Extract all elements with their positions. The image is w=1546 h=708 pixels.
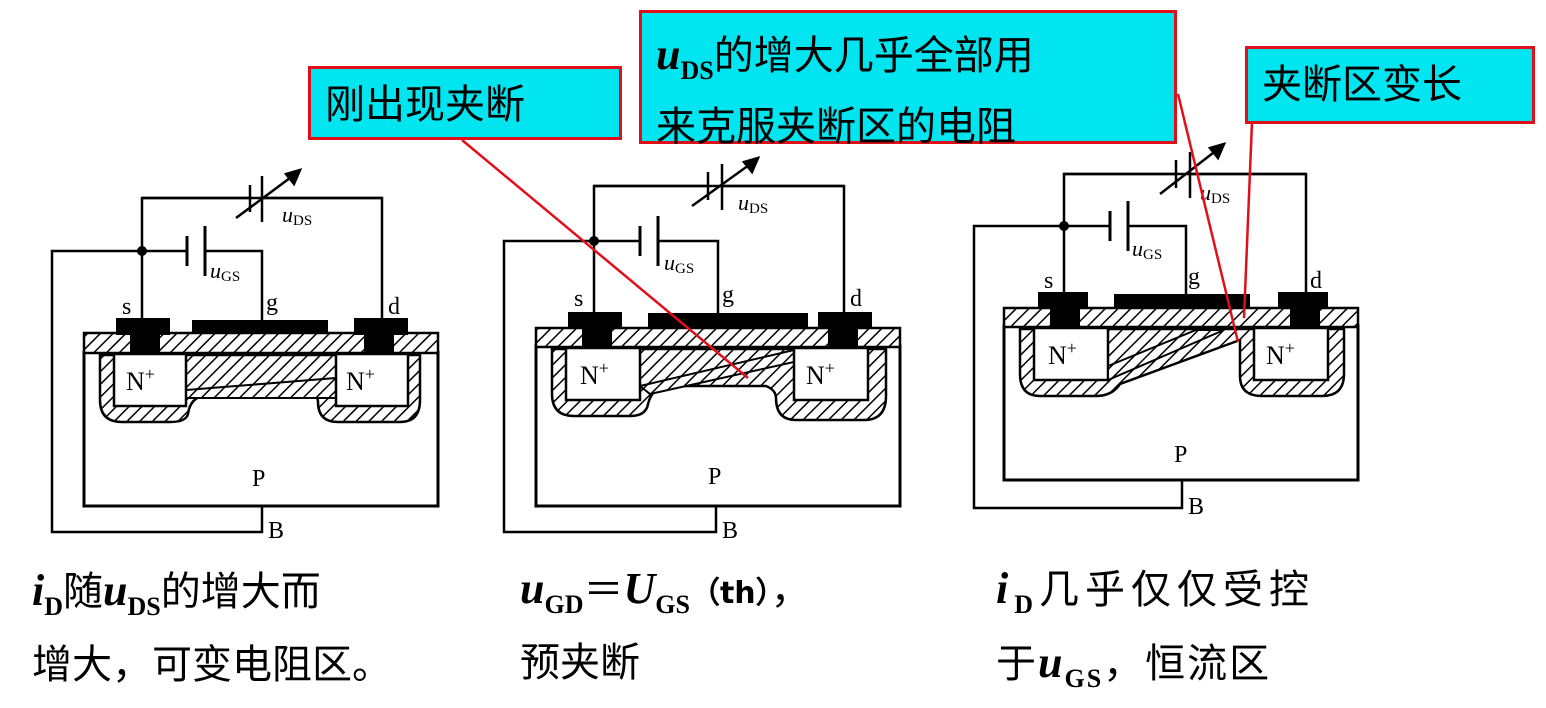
pointer-line-1: [461, 139, 749, 379]
label-uGS: uGS: [210, 258, 240, 285]
label-uDS: uDS: [1200, 180, 1230, 207]
callout-uds-overcome: uDS的增大几乎全部用 来克服夹断区的电阻: [639, 10, 1177, 150]
label-B: B: [1188, 494, 1204, 520]
callout-pointers: [461, 93, 1254, 379]
circuit-wires: [972, 142, 1308, 510]
label-s: s: [574, 286, 583, 312]
label-B: B: [268, 518, 284, 544]
drain-n-plus: [1252, 326, 1330, 382]
drain-contact: [364, 333, 394, 355]
caption-3-line1: iD几乎仅仅受控: [996, 564, 1316, 619]
callout-uds-line1: uDS的增大几乎全部用: [656, 30, 1034, 85]
caption-variable-resistance: iD随uDS的增大而 增大，可变电阻区。: [32, 562, 392, 694]
source-n-label: N+: [126, 364, 155, 396]
caption-2-line2: 预夹断: [520, 640, 640, 686]
label-uDS: uDS: [738, 190, 768, 217]
label-g: g: [266, 290, 278, 316]
junction-dot: [1059, 221, 1069, 231]
drain-n-label: N+: [1266, 338, 1295, 370]
drain-n-plus: [334, 352, 410, 408]
drain-contact: [828, 327, 858, 349]
gate-metal: [192, 320, 328, 334]
source-contact: [130, 333, 160, 355]
label-g: g: [1188, 264, 1200, 290]
caption-pinch-off: uGD＝UGS（th）， 预夹断: [520, 560, 811, 692]
label-s: s: [1044, 268, 1053, 294]
callout-uds-line2: 来克服夹断区的电阻: [656, 104, 1016, 150]
label-B: B: [722, 518, 738, 544]
caption-3-line2: 于uGS，恒流区: [996, 638, 1272, 693]
source-n-plus: [112, 352, 188, 408]
source-contact: [1050, 307, 1080, 329]
pointer-line-2: [1176, 93, 1240, 343]
label-uDS: uDS: [282, 202, 312, 229]
label-P: P: [708, 464, 721, 490]
callout-pinch-start: 刚出现夹断: [308, 66, 622, 140]
source-metal: [568, 312, 622, 329]
callout-pinch-start-text: 刚出现夹断: [325, 82, 525, 128]
label-uGS: uGS: [664, 250, 694, 277]
source-n-label: N+: [1048, 338, 1077, 370]
label-d: d: [850, 286, 862, 312]
panel-3-saturation: s g d P B N+ N+ uGS uDS: [972, 142, 1360, 520]
source-metal: [1038, 292, 1088, 309]
drain-n-label: N+: [806, 358, 835, 390]
gate-metal: [1114, 294, 1250, 308]
gate-metal: [648, 313, 808, 328]
source-n-plus: [1032, 326, 1110, 382]
source-n-plus: [564, 346, 642, 402]
panel-1-variable-resistance: s g d P B N+ N+ uGS uDS: [50, 168, 440, 544]
junction-dot: [589, 236, 599, 246]
drain-metal: [818, 312, 872, 329]
source-metal: [116, 318, 170, 335]
callout-pinch-longer: 夹断区变长: [1245, 46, 1535, 124]
source-n-label: N+: [580, 358, 609, 390]
label-d: d: [1310, 268, 1322, 294]
caption-1-line2: 增大，可变电阻区。: [32, 642, 392, 688]
junction-dot: [137, 246, 147, 256]
label-P: P: [1174, 442, 1187, 468]
channel-region: [1107, 329, 1225, 382]
pointer-line-3: [1242, 121, 1254, 319]
drain-metal: [354, 318, 408, 335]
panel-2-pinch-off: s g d P B N+ N+ uGS uDS: [502, 156, 902, 544]
caption-2-line1: uGD＝UGS（th），: [520, 564, 811, 619]
callout-pinch-longer-text: 夹断区变长: [1262, 62, 1462, 108]
label-d: d: [388, 294, 400, 320]
drain-n-label: N+: [346, 364, 375, 396]
label-uGS: uGS: [1132, 236, 1162, 263]
label-s: s: [122, 294, 131, 320]
drain-contact: [1290, 307, 1320, 329]
label-g: g: [722, 282, 734, 308]
circuit-wires: [50, 168, 384, 534]
label-P: P: [252, 466, 265, 492]
drain-metal: [1278, 292, 1328, 309]
caption-constant-current: iD几乎仅仅受控 于uGS，恒流区: [996, 560, 1315, 708]
caption-1-line1: iD随uDS的增大而: [32, 566, 321, 621]
source-contact: [582, 327, 612, 349]
